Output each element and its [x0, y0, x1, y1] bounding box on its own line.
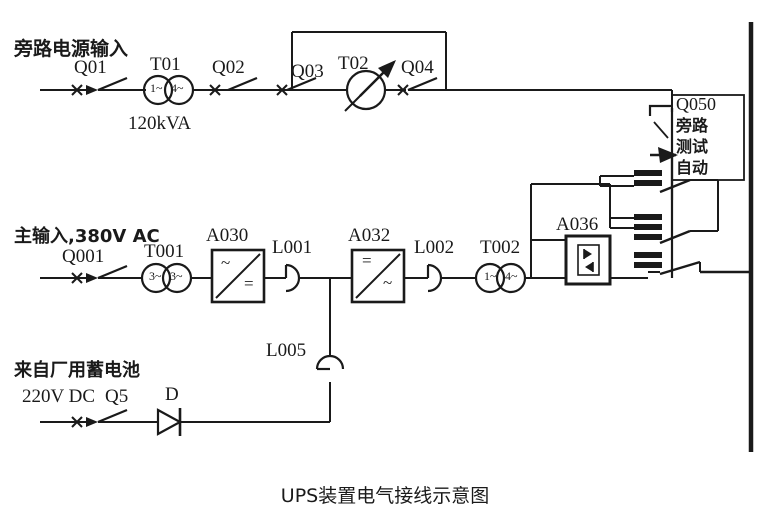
label-t01-winding-primary: 1~ [150, 81, 163, 95]
variable-transformer-t02-symbol [344, 60, 396, 112]
main-branch-wiring [40, 183, 648, 350]
bypass-branch-wiring [40, 31, 673, 112]
label-t002-winding-primary: 1~ [484, 269, 497, 283]
label-q04: Q04 [401, 57, 434, 78]
label-a032-output-symbol: ~ [383, 273, 393, 292]
label-t001-winding-secondary: 3~ [170, 269, 183, 283]
label-q5: Q5 [105, 386, 129, 407]
label-t01: T01 [150, 54, 181, 75]
label-a030: A030 [206, 225, 249, 246]
breaker-q04-symbol [397, 76, 438, 96]
label-a032-input-symbol: = [362, 251, 372, 270]
bypass-source-label: 旁路电源输入 [14, 38, 129, 60]
label-a032: A032 [348, 225, 391, 246]
label-t001-winding-primary: 3~ [149, 269, 162, 283]
label-q050: Q050 [676, 94, 716, 114]
inverter-a032-symbol [350, 248, 406, 304]
label-t002-winding-secondary: 4~ [505, 269, 518, 283]
diode-d-symbol [156, 408, 183, 436]
label-t002: T002 [480, 237, 521, 258]
label-t01-winding-secondary: 4~ [171, 81, 184, 95]
label-a030-input-symbol: ~ [221, 253, 231, 272]
battery-branch-wiring [40, 278, 345, 436]
rectifier-a030-symbol [210, 248, 266, 304]
label-q01: Q01 [74, 57, 107, 78]
label-q001: Q001 [62, 246, 105, 267]
label-diode-d: D [165, 384, 179, 405]
label-t02: T02 [338, 53, 369, 74]
label-a030-output-symbol: = [244, 274, 254, 293]
choke-l002-symbol [426, 263, 443, 293]
figure-caption: UPS装置电气接线示意图 [280, 485, 490, 507]
label-a036: A036 [556, 214, 599, 235]
breaker-q5-symbol [71, 408, 128, 428]
q050-label-frame [671, 94, 745, 181]
label-l005: L005 [266, 340, 307, 361]
label-t01-rating: 120kVA [128, 113, 191, 134]
choke-l001-symbol [284, 263, 301, 293]
battery-source-label-line2: 220V DC [22, 386, 96, 407]
selector-mode-bypass: 旁路 [676, 116, 709, 135]
label-l002: L002 [414, 237, 455, 258]
main-source-label: 主输入,380V AC [14, 226, 160, 247]
selector-mode-test: 测试 [676, 137, 709, 156]
breaker-q02-symbol [209, 76, 258, 96]
choke-l005-symbol [315, 354, 345, 371]
label-l001: L001 [272, 237, 313, 258]
static-switch-a036-symbol [564, 234, 612, 286]
label-q02: Q02 [212, 57, 245, 78]
selector-mode-auto: 自动 [676, 158, 709, 177]
label-q03: Q03 [291, 61, 324, 82]
label-t001: T001 [144, 241, 185, 262]
battery-source-label-line1: 来自厂用蓄电池 [14, 360, 140, 381]
breaker-q001-symbol [71, 264, 128, 284]
breaker-q01-symbol [71, 76, 128, 96]
